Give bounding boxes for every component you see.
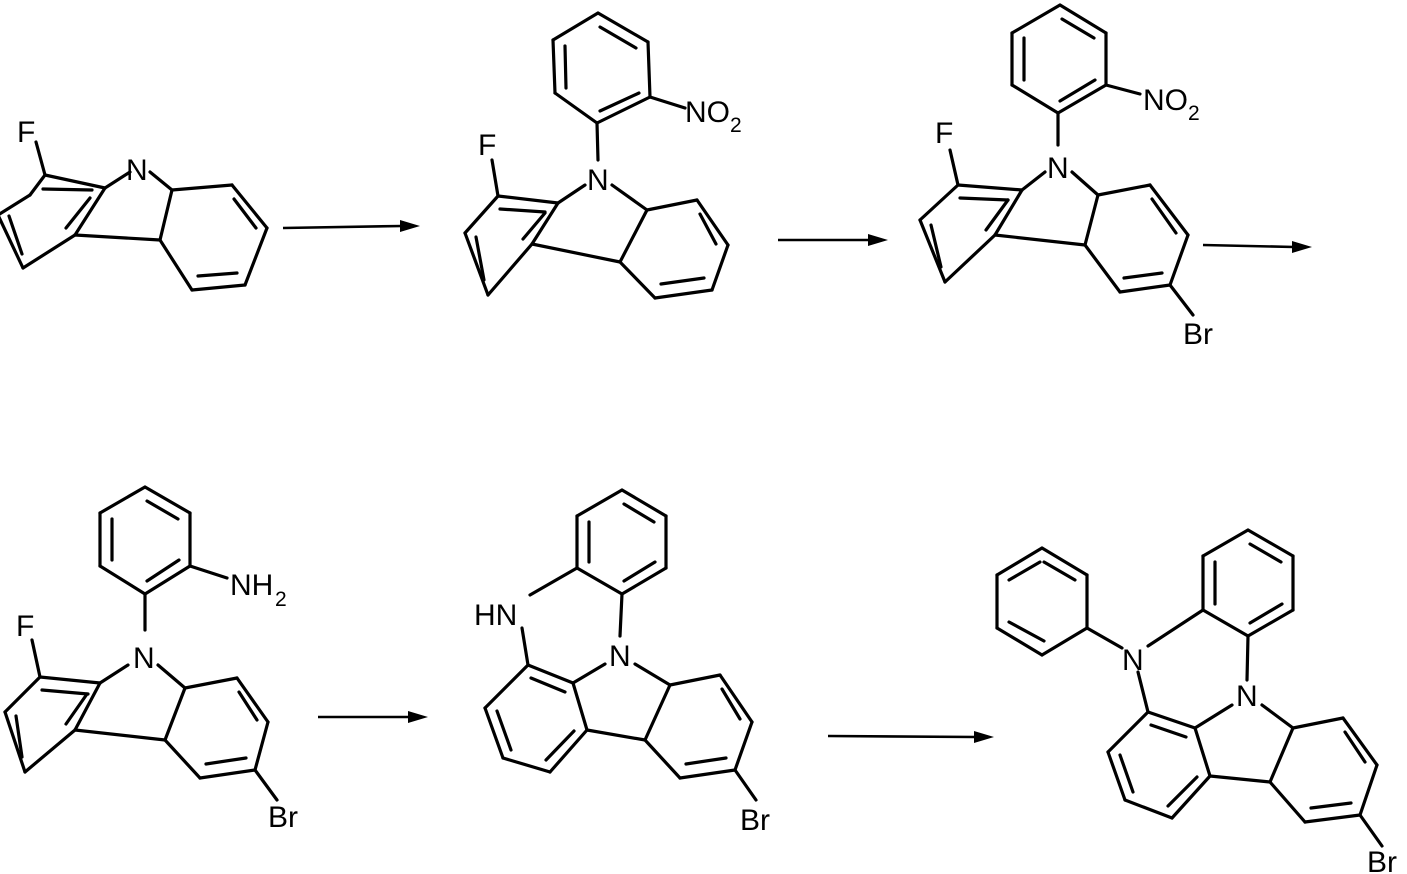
- c5-nitrogen-label: N: [609, 640, 631, 673]
- compound-5-bromo-dihydro-indolophenazine: HN N Br: [474, 490, 770, 837]
- c1-fluorine-label: F: [17, 116, 35, 149]
- c4-bromine-label: Br: [268, 801, 298, 834]
- c3-fluorine-label: F: [935, 117, 953, 150]
- c6-nitrogen-label-1: N: [1122, 644, 1144, 677]
- c5-hn-label: HN: [474, 599, 517, 632]
- c4-nitrogen-label: N: [133, 642, 155, 675]
- compound-6-bonds: [997, 530, 1382, 846]
- c2-fluorine-label: F: [478, 129, 496, 162]
- reaction-arrow-1: [283, 220, 420, 232]
- c4-amino-label: NH: [230, 569, 273, 602]
- compound-4-bromo-aminophenyl-fluorocarbazole: F N NH 2 Br: [5, 487, 298, 834]
- reaction-arrow-4: [318, 711, 428, 723]
- compound-2-nitrophenyl-fluorocarbazole: F N NO 2: [465, 13, 742, 298]
- c3-nitro-subscript: 2: [1188, 102, 1200, 125]
- compound-3-bromo-nitrophenyl-fluorocarbazole: F N NO 2 Br: [920, 5, 1213, 351]
- c6-nitrogen-label-2: N: [1236, 680, 1258, 713]
- reaction-arrow-3: [1203, 241, 1312, 253]
- c6-bromine-label: Br: [1367, 846, 1397, 874]
- c3-nitro-label: NO: [1143, 84, 1188, 117]
- c2-nitrogen-label: N: [587, 164, 609, 197]
- c2-nitro-label: NO: [685, 96, 730, 129]
- c4-amino-subscript: 2: [275, 588, 287, 611]
- compound-1-fluorocarbazole: F N: [0, 116, 267, 290]
- c3-nitrogen-label: N: [1047, 152, 1069, 185]
- reaction-arrow-5: [828, 731, 994, 743]
- c1-nitrogen-label: N: [126, 154, 148, 187]
- c5-bromine-label: Br: [740, 804, 770, 837]
- c4-fluorine-label: F: [16, 610, 34, 643]
- compound-2-bonds: [465, 13, 728, 298]
- compound-6-bromo-phenyl-indolophenazine: N N Br: [997, 530, 1397, 874]
- c2-nitro-subscript: 2: [730, 114, 742, 137]
- reaction-arrow-2: [778, 234, 888, 246]
- c3-bromine-label: Br: [1183, 318, 1213, 351]
